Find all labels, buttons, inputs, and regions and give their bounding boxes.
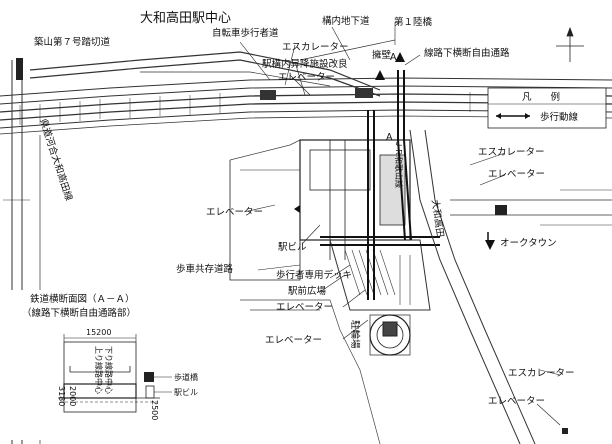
label-crossing: 築山第７号踏切道 [34, 36, 111, 48]
section-track-up: 上り線路中心 [94, 346, 104, 394]
legend-item: 歩行動線 [540, 111, 579, 123]
label-elevator-left: エレベーター [206, 207, 263, 218]
label-elevator-mid: エレベーター [276, 302, 333, 313]
upper-road [29, 39, 396, 97]
leader-lines [239, 22, 561, 426]
label-jr-line: ＪＲ和歌山線 [394, 140, 404, 188]
legend: 凡 例 歩行動線 [487, 87, 607, 129]
label-elevator-lower: エレベーター [265, 335, 322, 346]
section-title-2: （線路下横断自由通路部） [22, 307, 136, 319]
railway-tracks [0, 77, 612, 135]
label-station-building: 駅ビル [278, 242, 307, 253]
label-bicycle-path: 自転車歩行者道 [212, 27, 279, 39]
label-okatown: オークタウン [500, 238, 557, 249]
label-a2: A [386, 132, 393, 143]
label-escalator-bottom: エスカレーター [508, 368, 575, 379]
pedestrian-deck [320, 110, 440, 300]
label-under-track-path: 線路下横断自由通路 [424, 47, 510, 59]
label-underground-passage: 構内地下道 [322, 15, 370, 27]
section-width: 15200 [86, 328, 111, 337]
bicycle-parking [369, 314, 411, 356]
label-bridge1: 第１陸橋 [394, 16, 433, 28]
label-a1: A [390, 52, 397, 63]
section-track-down: 下り線路中心 [104, 346, 114, 394]
label-overpass: 駅構内昇降施設改良 [262, 58, 348, 70]
label-elevator-top: エレベーター [278, 72, 335, 83]
section-title-1: 鉄道横断面図（Ａ－Ａ） [30, 293, 135, 305]
cross-section-inset: 鉄道横断面図（Ａ－Ａ） （線路下横断自由通路部） 15200 歩道橋 駅ビル 上… [6, 290, 198, 440]
label-kintetsu: 大和高田 [429, 199, 446, 238]
lower-left-blocks [229, 139, 381, 444]
upper-elevator-block [355, 88, 373, 98]
legend-title: 凡 例 [522, 91, 560, 103]
label-barrier: 擁壁 [372, 49, 392, 61]
lower-right-marker [562, 428, 568, 434]
north-compass-icon [556, 26, 584, 62]
right-roads [409, 129, 612, 444]
crossing-marker [16, 58, 23, 80]
under-track-passage [397, 70, 412, 241]
label-escalator-top: エスカレーター [282, 42, 349, 53]
label-station-plaza: 駅前広場 [288, 285, 327, 297]
section-pedestrian-bridge: 歩道橋 [174, 372, 198, 382]
section-dim-mid: 2000 [68, 386, 77, 406]
section-dim-left: 3180 [57, 386, 66, 406]
section-dim-right: 2500 [150, 400, 159, 420]
legend-arrow-icon [496, 113, 530, 119]
right-elevator-box [495, 205, 507, 215]
label-parking: 駐輪場 [349, 320, 361, 349]
label-elevator-bottom: エレベーター [488, 396, 545, 407]
label-shared-road: 歩車共存道路 [176, 263, 234, 275]
label-station-center: 大和高田駅中心 [140, 10, 231, 26]
label-elevator-right: エレベーター [488, 169, 545, 180]
section-station-building: 駅ビル [174, 388, 198, 397]
upper-building-block [260, 90, 276, 100]
label-escalator-right: エスカレーター [478, 147, 545, 158]
label-pedestrian-deck: 歩行者専用デッキ [276, 269, 352, 281]
